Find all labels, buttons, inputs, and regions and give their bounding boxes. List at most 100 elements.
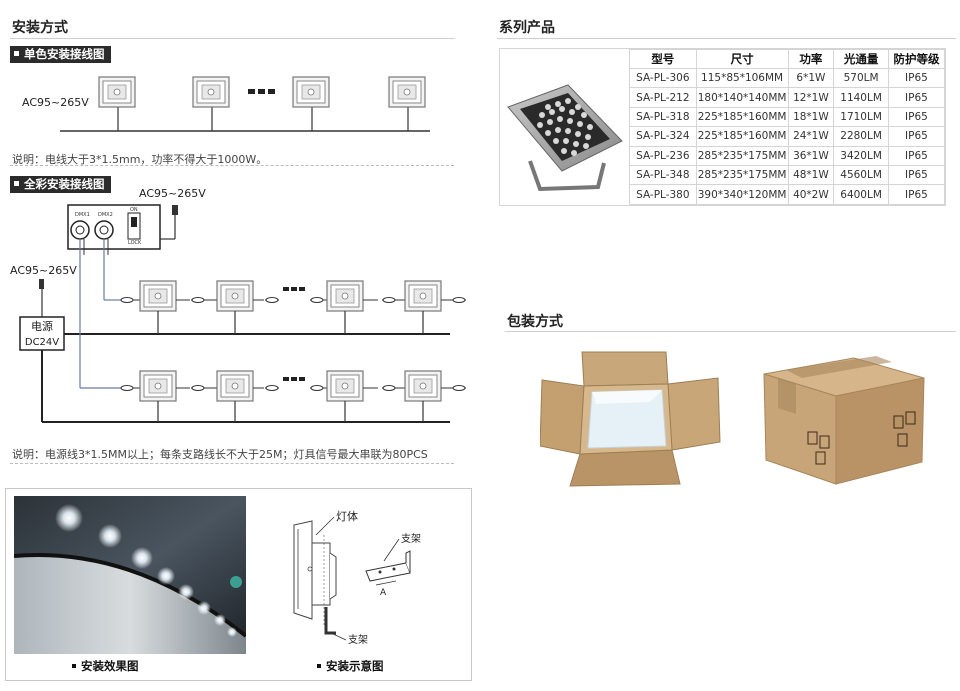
cell-ip: IP65 <box>887 87 946 108</box>
table-row: SA-PL-380 390*340*120MM 40*2W 6400LM IP6… <box>629 184 946 205</box>
square-bullet-icon <box>14 51 19 56</box>
effect-caption-label: 安装效果图 <box>81 659 139 673</box>
col-header-power: 功率 <box>787 49 835 69</box>
mono-lamp-4 <box>388 76 426 108</box>
cell-model: SA-PL-324 <box>629 126 697 147</box>
color-ac-left-label: AC95~265V <box>10 264 77 277</box>
table-row: SA-PL-212 180*140*140MM 12*1W 1140LM IP6… <box>629 87 946 108</box>
install-title-rule <box>10 38 455 39</box>
col-header-ip: 防护等级 <box>887 49 946 69</box>
install-title: 安装方式 <box>12 20 68 36</box>
diagram-lamp-label: 灯体 <box>336 509 358 523</box>
mono-note: 说明：电线大于3*1.5mm，功率不得大于1000W。 <box>12 153 268 166</box>
cell-model: SA-PL-380 <box>629 184 697 205</box>
cell-ip: IP65 <box>887 67 946 89</box>
table-row: SA-PL-324 225*185*160MM 24*1W 2280LM IP6… <box>629 126 946 147</box>
cell-flux: 4560LM <box>833 164 889 186</box>
cell-flux: 1140LM <box>833 87 889 108</box>
cell-model: SA-PL-236 <box>629 145 697 166</box>
pack-title-rule <box>505 331 956 332</box>
color-note-divider <box>10 463 454 464</box>
closed-carton-image <box>763 356 925 485</box>
product-spec-table: 型号 尺寸 功率 光通量 防护等级 SA-PL-306 115*85*106MM… <box>629 49 946 205</box>
psu-line2: DC24V <box>25 337 59 348</box>
cell-power: 12*1W <box>787 87 835 108</box>
pack-title: 包装方式 <box>507 314 563 330</box>
mono-wiring-tag: 单色安装接线图 <box>10 46 111 63</box>
col-header-flux: 光通量 <box>833 49 889 69</box>
diagram-bracket-bottom-label: 支架 <box>348 634 368 646</box>
cell-flux: 6400LM <box>833 184 889 205</box>
color-lamp-r1-4 <box>404 280 442 312</box>
cell-power: 18*1W <box>787 106 835 128</box>
product-spec-body: SA-PL-306 115*85*106MM 6*1W 570LM IP65 S… <box>629 67 946 205</box>
cell-size: 285*235*175MM <box>695 164 789 186</box>
install-diagram: 灯体 支架 A 支架 <box>293 509 421 646</box>
cell-ip: IP65 <box>887 184 946 205</box>
table-row: SA-PL-348 285*235*175MM 48*1W 4560LM IP6… <box>629 164 946 186</box>
cell-ip: IP65 <box>887 126 946 147</box>
cell-size: 285*235*175MM <box>695 145 789 166</box>
effect-caption: 安装效果图 <box>72 658 139 674</box>
bullet-icon <box>317 663 321 668</box>
cell-flux: 570LM <box>833 67 889 89</box>
table-header-row: 型号 尺寸 功率 光通量 防护等级 <box>629 49 946 69</box>
cell-model: SA-PL-318 <box>629 106 697 128</box>
color-wiring-tag: 全彩安装接线图 <box>10 176 111 193</box>
open-carton-image <box>540 351 721 487</box>
cell-ip: IP65 <box>887 164 946 186</box>
cell-flux: 2280LM <box>833 126 889 147</box>
cell-model: SA-PL-212 <box>629 87 697 108</box>
color-lamp-r1-3 <box>326 280 364 312</box>
mono-note-divider <box>10 165 454 166</box>
ctrl-label-dmx1: DMX1 <box>75 212 90 218</box>
color-lamp-r2-3 <box>326 370 364 402</box>
cell-ip: IP65 <box>887 106 946 128</box>
cell-size: 225*185*160MM <box>695 106 789 128</box>
cell-model: SA-PL-306 <box>629 67 697 89</box>
cell-power: 40*2W <box>787 184 835 205</box>
mono-wiring-diagram <box>60 76 430 132</box>
color-wiring-tag-label: 全彩安装接线图 <box>24 177 105 191</box>
diagram-caption-label: 安装示意图 <box>326 659 384 673</box>
cell-flux: 3420LM <box>833 145 889 166</box>
ctrl-label-dmx2: DMX2 <box>98 212 113 218</box>
table-row: SA-PL-306 115*85*106MM 6*1W 570LM IP65 <box>629 67 946 89</box>
bullet-icon <box>72 663 76 668</box>
color-wiring-diagram: DMX1 DMX2 ON LOCK 电源 DC24V <box>19 204 467 423</box>
col-header-model: 型号 <box>629 49 697 69</box>
diagram-a-label: A <box>380 588 387 598</box>
table-row: SA-PL-236 285*235*175MM 36*1W 3420LM IP6… <box>629 145 946 166</box>
cell-size: 180*140*140MM <box>695 87 789 108</box>
cell-power: 24*1W <box>787 126 835 147</box>
cell-power: 36*1W <box>787 145 835 166</box>
table-row: SA-PL-318 225*185*160MM 18*1W 1710LM IP6… <box>629 106 946 128</box>
square-bullet-icon <box>14 181 19 186</box>
product-series-panel: 型号 尺寸 功率 光通量 防护等级 SA-PL-306 115*85*106MM… <box>499 48 946 206</box>
mono-lamp-1 <box>98 76 136 108</box>
floodlight-product-image <box>507 84 623 192</box>
ctrl-label-lock: LOCK <box>128 240 142 246</box>
diagram-caption: 安装示意图 <box>317 658 384 674</box>
cell-size: 115*85*106MM <box>695 67 789 89</box>
color-lamp-r1-2 <box>216 280 254 312</box>
cell-ip: IP65 <box>887 145 946 166</box>
color-note: 说明：电源线3*1.5MM以上；每条支路线长不大于25M；灯具信号最大串联为80… <box>12 448 428 461</box>
color-ac-top-label: AC95~265V <box>139 187 206 200</box>
psu-line1: 电源 <box>31 319 53 333</box>
cell-flux: 1710LM <box>833 106 889 128</box>
ctrl-label-on: ON <box>130 207 138 213</box>
color-lamp-r2-1 <box>139 370 177 402</box>
mono-lamp-2 <box>192 76 230 108</box>
series-title: 系列产品 <box>499 20 555 36</box>
cell-size: 225*185*160MM <box>695 126 789 147</box>
series-title-rule <box>497 38 956 39</box>
install-illustration-box: 灯体 支架 A 支架 安装效果图 安装示意图 <box>5 488 472 681</box>
mono-wiring-tag-label: 单色安装接线图 <box>24 47 105 61</box>
cell-size: 390*340*120MM <box>695 184 789 205</box>
col-header-size: 尺寸 <box>695 49 789 69</box>
diagram-bracket-top-label: 支架 <box>401 533 421 545</box>
mono-lamp-3 <box>292 76 330 108</box>
color-lamp-r2-4 <box>404 370 442 402</box>
cell-power: 6*1W <box>787 67 835 89</box>
